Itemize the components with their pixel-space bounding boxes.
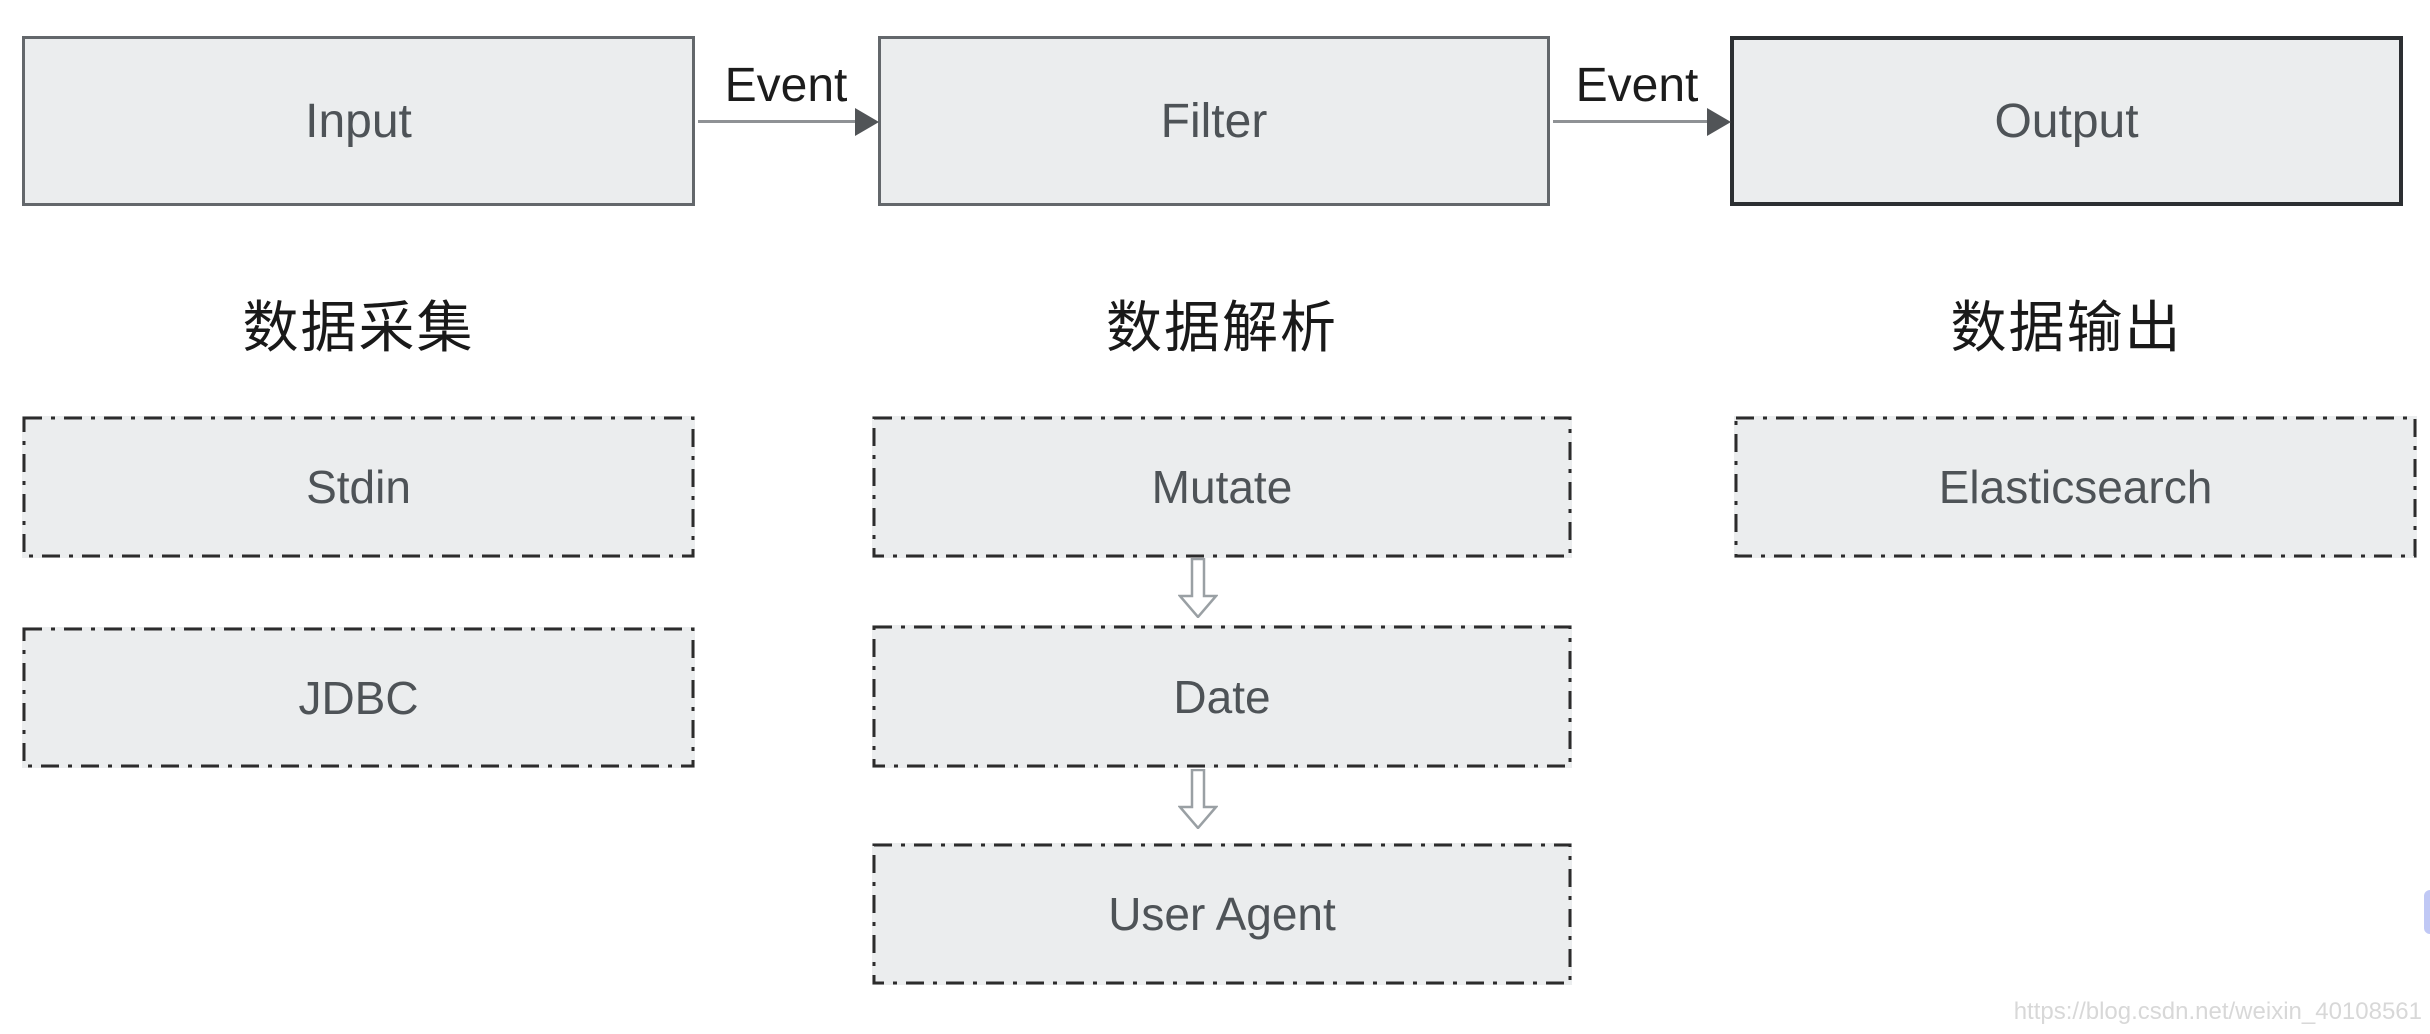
date-plugin-box: Date	[872, 625, 1572, 768]
output-category-heading: 数据输出	[1950, 296, 2183, 359]
stdin-plugin-box: Stdin	[22, 416, 695, 558]
down-arrow-icon-1	[1178, 558, 1218, 618]
dash-dot-border	[872, 625, 1572, 768]
input-stage-label: Input	[305, 94, 412, 148]
event-edge-label-1: Event	[724, 59, 848, 112]
user-agent-plugin-box: User Agent	[872, 843, 1572, 985]
user-agent-plugin-label: User Agent	[1108, 888, 1336, 940]
filter-stage-box: Filter	[878, 36, 1550, 206]
mutate-plugin-box: Mutate	[872, 416, 1572, 558]
elasticsearch-plugin-label: Elasticsearch	[1938, 461, 2213, 513]
down-arrow-icon-2	[1178, 769, 1218, 829]
jdbc-plugin-label: JDBC	[298, 671, 419, 724]
dash-dot-border	[872, 416, 1572, 558]
output-stage-label: Output	[1994, 94, 2139, 148]
output-stage-box: Output	[1730, 36, 2403, 206]
flow-arrowhead-icon-2	[1707, 108, 1731, 136]
dash-dot-border	[872, 843, 1572, 985]
event-edge-label-2: Event	[1575, 59, 1699, 112]
flow-arrowhead-icon-1	[855, 108, 879, 136]
elasticsearch-plugin-box: Elasticsearch	[1734, 416, 2417, 558]
edge-artifact	[2424, 890, 2430, 934]
input-category-heading: 数据采集	[242, 296, 475, 359]
dash-dot-border	[22, 627, 695, 768]
dash-dot-border	[22, 416, 695, 558]
filter-category-heading: 数据解析	[1106, 296, 1338, 359]
mutate-plugin-label: Mutate	[1151, 461, 1293, 513]
filter-stage-label: Filter	[1160, 94, 1268, 148]
input-stage-box: Input	[22, 36, 695, 206]
stdin-plugin-label: Stdin	[306, 461, 411, 513]
jdbc-plugin-box: JDBC	[22, 627, 695, 768]
date-plugin-label: Date	[1173, 670, 1271, 723]
dash-dot-border	[1734, 416, 2417, 558]
watermark: https://blog.csdn.net/weixin_40108561	[2013, 998, 2422, 1025]
flow-arrow-line-2	[1553, 120, 1707, 123]
flow-arrow-line-1	[698, 120, 855, 123]
